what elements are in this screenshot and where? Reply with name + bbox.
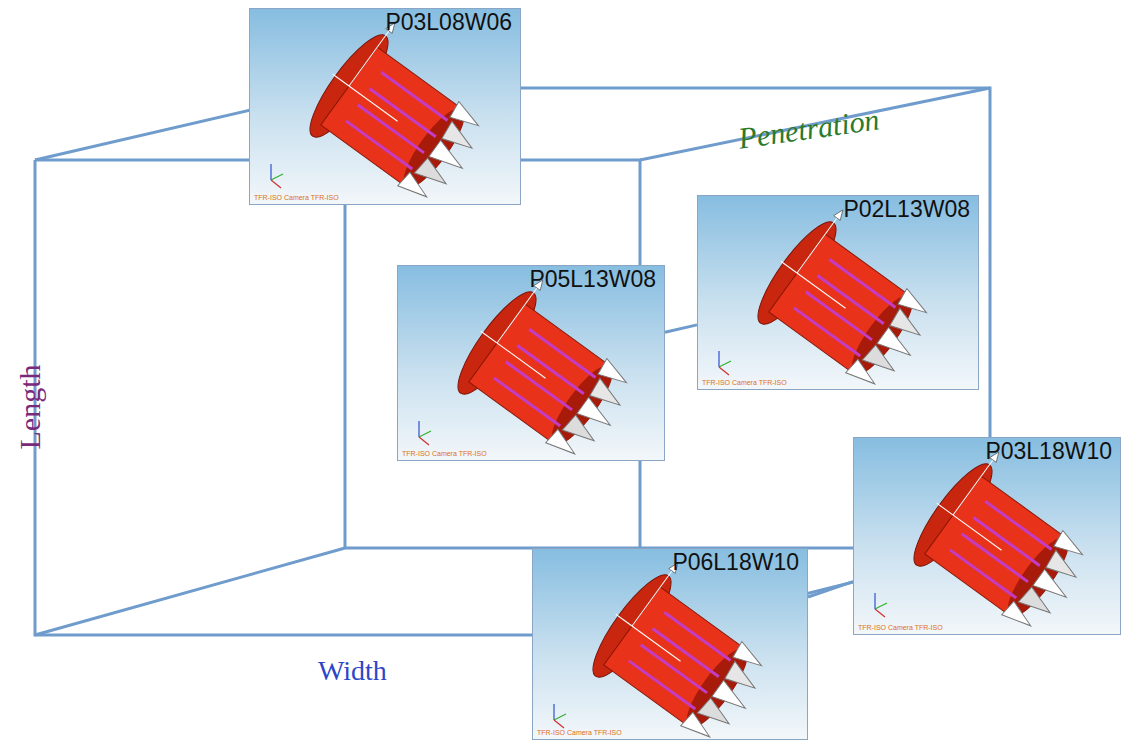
configuration-code: P03L18W10 [981, 438, 1120, 464]
camera-caption: TFR-ISO Camera TFR-ISO [698, 379, 791, 389]
camera-caption: TFR-ISO Camera TFR-ISO [250, 194, 343, 204]
configuration-code: P02L13W08 [839, 196, 978, 222]
axis-label-length: Length [13, 365, 47, 450]
axis-label-penetration: Penetration [736, 102, 881, 155]
camera-caption: TFR-ISO Camera TFR-ISO [533, 729, 626, 739]
configuration-code: P05L13W08 [525, 266, 664, 292]
render-panels [249, 8, 1121, 740]
render-panel: P03L08W06TFR-ISO Camera TFR-ISO [249, 8, 521, 205]
cube-edge-connector [665, 325, 697, 332]
render-panel: P06L18W10TFR-ISO Camera TFR-ISO [532, 548, 808, 740]
camera-caption: TFR-ISO Camera TFR-ISO [854, 624, 947, 634]
cube-edge-connector [808, 582, 853, 597]
render-panel: P03L18W10TFR-ISO Camera TFR-ISO [853, 437, 1121, 635]
configuration-code: P06L18W10 [668, 549, 807, 575]
camera-caption: TFR-ISO Camera TFR-ISO [398, 450, 491, 460]
configuration-code: P03L08W06 [381, 9, 520, 35]
axis-label-width: Width [318, 655, 387, 687]
render-panel: P05L13W08TFR-ISO Camera TFR-ISO [397, 265, 665, 461]
render-panel: P02L13W08TFR-ISO Camera TFR-ISO [697, 195, 979, 390]
